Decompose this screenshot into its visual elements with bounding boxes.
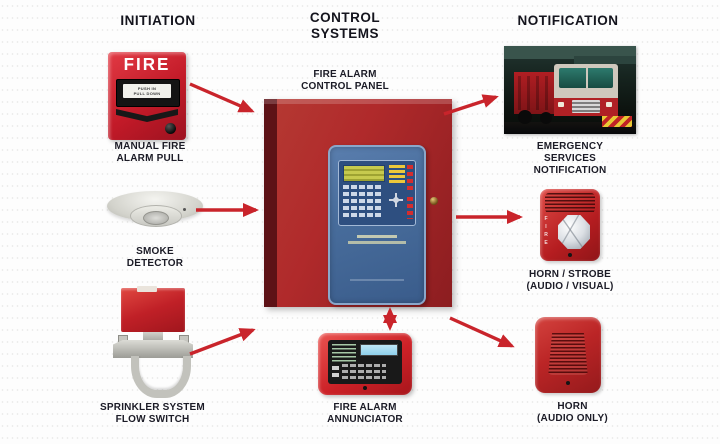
flow-switch-label: SPRINKLER SYSTEM FLOW SWITCH (100, 402, 205, 425)
pull-station-handle: PUSH IN PULL DOWN (123, 84, 171, 98)
column-header-control-systems: CONTROL SYSTEMS (295, 10, 395, 42)
control-panel-label: FIRE ALARM CONTROL PANEL (301, 69, 389, 92)
arrow-flow-to-panel (189, 328, 256, 356)
pull-station-knob (165, 123, 176, 134)
horn-strobe-fire-text: FIRE (543, 216, 549, 248)
panel-lcd-display (343, 165, 385, 182)
column-header-initiation: INITIATION (88, 13, 228, 29)
arrow-pull-to-panel (189, 82, 255, 113)
panel-lock (430, 197, 438, 205)
horn-grille (548, 333, 588, 375)
manual-pull-label: MANUAL FIRE ALARM PULL (114, 141, 186, 164)
flow-switch-icon (113, 286, 193, 398)
strobe-lens (558, 215, 590, 249)
control-title-line2: SYSTEMS (310, 26, 379, 41)
initiation-title: INITIATION (120, 13, 196, 28)
manual-pull-station-icon: FIRE PUSH IN PULL DOWN (108, 52, 186, 140)
annunciator-label: FIRE ALARM ANNUNCIATOR (327, 402, 403, 425)
panel-keypad (343, 185, 383, 219)
arrow-panel-to-horn (449, 316, 515, 348)
pull-station-fire-text: FIRE (123, 54, 171, 75)
panel-nav-keys (389, 193, 403, 207)
column-header-notification: NOTIFICATION (498, 13, 638, 29)
fire-alarm-control-panel-icon (264, 99, 452, 307)
fire-truck-photo (504, 46, 636, 134)
horn-label: HORN (AUDIO ONLY) (537, 401, 608, 424)
control-title-line1: CONTROL (309, 10, 381, 25)
horn-icon (535, 317, 601, 393)
annunciator-lcd (360, 344, 398, 356)
pull-station-window: PUSH IN PULL DOWN (116, 79, 180, 107)
horn-strobe-grille (545, 193, 595, 213)
emergency-services-label: EMERGENCY SERVICES NOTIFICATION (533, 141, 607, 176)
pull-station-chevron (116, 109, 178, 122)
panel-door (328, 145, 426, 305)
annunciator-indicators (332, 344, 356, 362)
panel-red-leds (407, 165, 413, 191)
horn-strobe-label: HORN / STROBE (AUDIO / VISUAL) (526, 269, 614, 292)
annunciator-keypad (342, 364, 386, 380)
smoke-detector-label: SMOKE DETECTOR (126, 246, 184, 269)
horn-strobe-icon: FIRE (540, 189, 600, 261)
fire-alarm-annunciator-icon (318, 333, 412, 395)
panel-red-buttons (407, 197, 413, 219)
panel-yellow-buttons (389, 165, 405, 183)
smoke-detector-icon (107, 188, 203, 240)
panel-console (338, 160, 416, 226)
notification-title: NOTIFICATION (517, 13, 619, 28)
